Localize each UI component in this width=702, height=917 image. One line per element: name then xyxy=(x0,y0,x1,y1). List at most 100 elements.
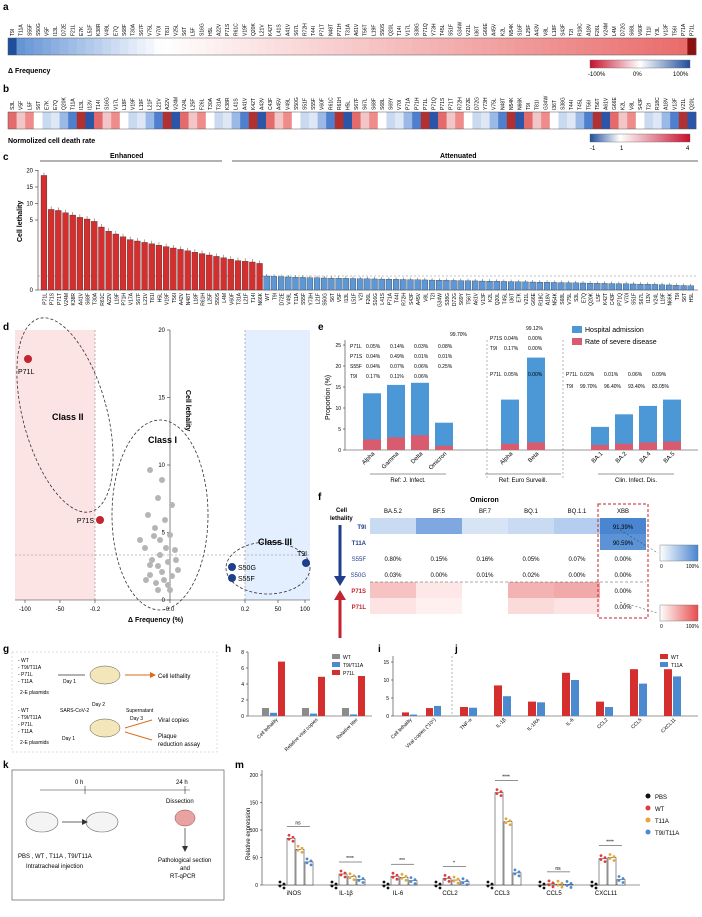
panel-a-label: Q20K xyxy=(251,23,257,36)
panel-b-cell xyxy=(163,112,172,129)
panel-e-g3-row-label: P71L xyxy=(566,372,578,378)
panel-f-cell xyxy=(462,582,508,598)
panel-f-legend-r0: 0 xyxy=(660,624,663,630)
panel-f-legend-b1: 100% xyxy=(686,564,699,570)
panel-c-blue-label: S55F xyxy=(301,293,307,305)
panel-f-row-label: T11A xyxy=(352,541,367,547)
panel-a-cell xyxy=(524,38,533,55)
panel-m-sig: **** xyxy=(346,856,354,862)
panel-m-cat: CCL5 xyxy=(546,891,562,897)
panel-c-red-label: P71L xyxy=(42,293,48,305)
panel-a-cell xyxy=(335,38,344,55)
panel-a-cell xyxy=(558,38,567,55)
panel-b-label: N48T xyxy=(500,98,506,110)
panel-b-label: S16G xyxy=(105,97,111,110)
panel-b-cell xyxy=(490,112,499,129)
panel-e-bar-label: BA.4 xyxy=(639,451,653,465)
panel-b-label: L21V xyxy=(156,98,162,110)
panel-e-g1-row-label: P71L xyxy=(350,344,362,350)
panel-c-blue-bar xyxy=(638,284,644,290)
panel-c-red-label: L21V xyxy=(143,292,149,304)
panel-b-cell xyxy=(361,112,370,129)
panel-a-label: V8L xyxy=(543,27,549,36)
panel-b-label: V13F xyxy=(672,98,678,110)
panel-h-ytick: 6 xyxy=(241,666,244,672)
panel-d-gray-point xyxy=(155,495,161,501)
panel-c-blue-bar xyxy=(616,284,622,290)
panel-c-red-bar xyxy=(142,242,148,290)
panel-e-ytick: 15 xyxy=(335,385,341,391)
panel-b-label: V17L xyxy=(113,98,119,110)
panel-h-legend: T9I/T11A xyxy=(343,663,364,669)
panel-ij-ytick: 0 xyxy=(386,714,389,720)
panel-f-row-label: P71S xyxy=(351,589,366,595)
panel-d-gray-point xyxy=(157,537,163,543)
panel-c-blue-label: L21F xyxy=(315,293,321,304)
panel-e-g1-val: 0.01% xyxy=(438,354,453,360)
panel-d-gray-point xyxy=(169,573,175,579)
panel-e-severe-bar xyxy=(411,435,429,450)
panel-d-point-label: S55F xyxy=(238,576,255,583)
panel-i-bar xyxy=(434,706,441,716)
panel-e-legend-0: Hospital admission xyxy=(585,327,644,334)
panel-e-g2-row-label: T9I xyxy=(490,346,497,352)
panel-j-legend: WT xyxy=(671,655,679,661)
panel-d-gray-point xyxy=(162,517,168,523)
panel-c-blue-label: I13V xyxy=(646,292,652,303)
panel-b-cell xyxy=(464,112,473,129)
panel-a-cell xyxy=(670,38,679,55)
panel-j-bar xyxy=(630,669,638,716)
panel-e-g2-val: 0.17% xyxy=(504,346,519,352)
panel-b-label: S3L xyxy=(10,101,16,110)
panel-a-label: I13L xyxy=(53,26,59,36)
panel-b-label: S43F xyxy=(638,98,644,110)
panel-a-label: A43V xyxy=(535,23,541,36)
panel-c-red-label: S50S xyxy=(215,292,221,305)
panel-d-xlabel: Δ Frequency (%) xyxy=(128,617,183,624)
panel-b-label: R61C xyxy=(328,97,334,110)
panel-c-blue-label: N54K xyxy=(553,292,559,305)
panel-a-label: L25F xyxy=(526,25,532,36)
panel-a-label: V49L xyxy=(105,24,111,36)
panel-m-ytick: 200 xyxy=(250,773,259,779)
panel-a-cell xyxy=(189,38,198,55)
panel-a-cell xyxy=(197,38,206,55)
panel-h-cat: Relative titer xyxy=(336,717,360,741)
panel-a-cell xyxy=(154,38,163,55)
panel-f-cell-val: 90.59% xyxy=(613,541,634,547)
panel-c-blue-bar xyxy=(422,280,428,290)
panel-e-g3-val: 0.01% xyxy=(604,372,619,378)
panel-f-cell-val: 0.00% xyxy=(614,557,632,563)
panel-b-cell xyxy=(455,112,464,129)
panel-b-label: D72G xyxy=(475,97,481,110)
panel-b-cell xyxy=(472,112,481,129)
panel-c-blue-label: I36T xyxy=(510,293,516,303)
panel-c-blue-label: T56T xyxy=(466,293,472,305)
panel-e-bar-label: Delta xyxy=(410,451,425,466)
panel-a-cell xyxy=(206,38,215,55)
panel-d-class2: Class II xyxy=(52,412,84,422)
panel-e-severe-bar xyxy=(363,440,381,451)
panel-c-blue-label: F26L xyxy=(366,293,372,305)
panel-c-blue-bar xyxy=(523,282,529,290)
panel-c-red-bar xyxy=(206,255,212,290)
panel-a-label: Y73H xyxy=(432,23,438,36)
panel-b-label: L41S xyxy=(234,98,240,110)
panel-c-blue-bar xyxy=(429,280,435,290)
panel-a-label: P71T xyxy=(320,24,326,36)
panel-a-cell xyxy=(455,38,464,55)
panel-g-row2-item: - WT xyxy=(18,708,29,714)
panel-b-cell xyxy=(584,112,593,129)
panel-c-blue-bar xyxy=(494,281,500,290)
panel-f-cl-2: lethality xyxy=(330,516,353,522)
panel-a-label: A61V xyxy=(354,23,360,36)
panel-d-xtick: -100 xyxy=(19,607,32,613)
panel-label-f: f xyxy=(318,492,322,503)
panel-b-label: S67F xyxy=(354,98,360,110)
panel-d-xtick: -0.2 xyxy=(90,607,101,613)
panel-c-red-label: T81I xyxy=(150,293,156,303)
panel-f-col-header: BQ.1 xyxy=(524,509,538,515)
panel-a-cell xyxy=(429,38,438,55)
panel-a-cell xyxy=(309,38,318,55)
panel-a-cell xyxy=(214,38,223,55)
